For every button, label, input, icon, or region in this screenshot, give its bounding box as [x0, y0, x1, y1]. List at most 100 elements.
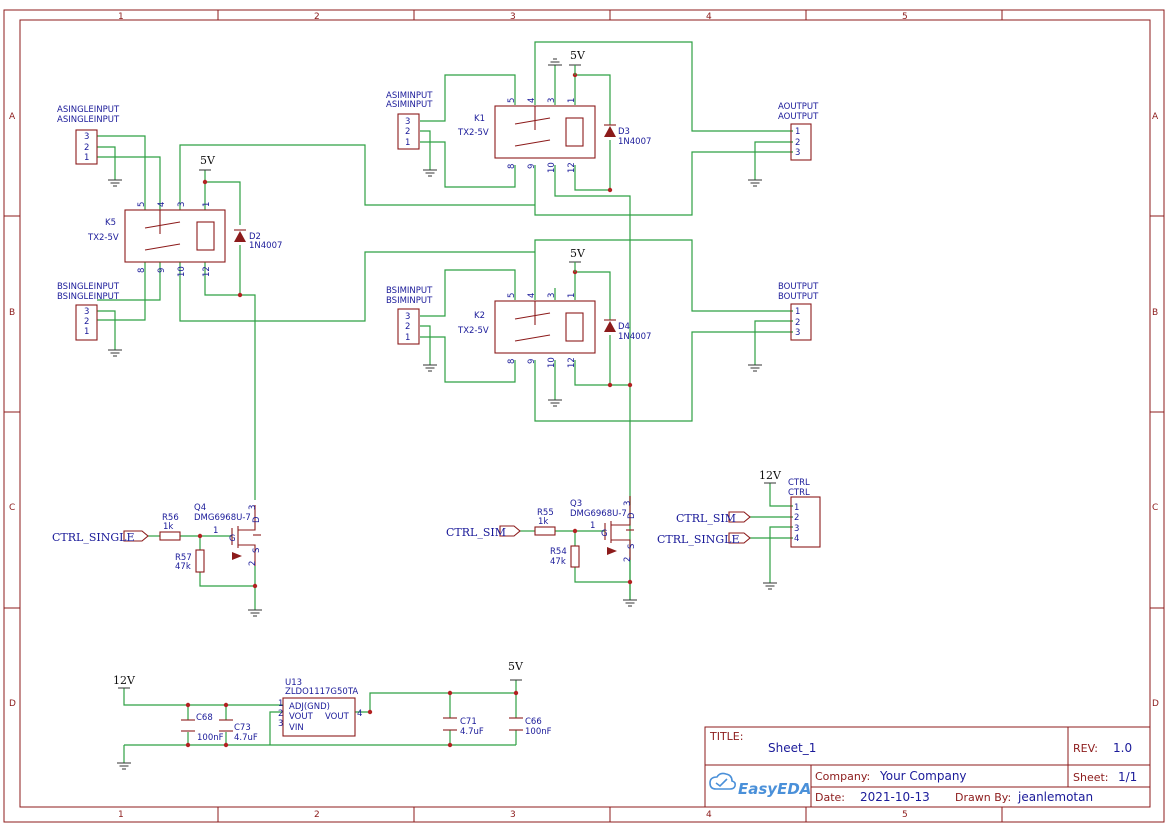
col-label-5-bottom: 5	[902, 810, 908, 820]
border-labels: 1 2 3 4 5 1 2 3 4 5 A B C D A B C D	[9, 12, 1159, 820]
diode-part: 1N4007	[618, 137, 651, 147]
mosfet-part: DMG6968U-7	[570, 509, 627, 519]
pin-number: 8	[137, 268, 147, 273]
drawn-value: jeanlemotan	[1017, 790, 1093, 804]
capacitor-value: 100nF	[197, 733, 224, 743]
drawn-label: Drawn By:	[955, 791, 1011, 804]
pin-number: 1	[794, 503, 799, 513]
relay-part: TX2-5V	[457, 326, 489, 336]
power-5v-k2: 5V	[570, 247, 586, 260]
pin-number: 9	[527, 359, 537, 364]
logo-text: EasyEDA	[738, 780, 811, 798]
power-12v-ctrl: 12V	[759, 469, 782, 482]
date-label: Date:	[815, 791, 845, 804]
col-label-3-bottom: 3	[510, 810, 516, 820]
netport-ctrl-sim-ctrl: CTRL_SIM	[676, 511, 751, 525]
connector-value: BOUTPUT	[778, 292, 819, 302]
diode-ref: D2	[249, 232, 261, 242]
mosfet-part: DMG6968U-7	[194, 513, 251, 523]
pin-number: 3	[177, 202, 187, 207]
relay-k1: K1 TX2-5V 5 4 3 1 8 9 10 12	[457, 98, 596, 173]
col-label-5: 5	[902, 12, 908, 22]
resistor-r54: R54 47k	[550, 545, 580, 568]
pin-number: 3	[547, 98, 557, 103]
power-5v-k5: 5V	[200, 154, 216, 167]
row-label-d: D	[9, 699, 16, 709]
capacitor-ref: C71	[460, 717, 477, 727]
relay-ref: K5	[105, 218, 116, 228]
resistor-r56: R56 1k	[159, 513, 181, 541]
mosfet-q3: Q3 DMG6968U-7 1 2 3 G S D	[570, 496, 637, 562]
pin-number: 1	[795, 307, 800, 317]
connector-name: BSIMINPUT	[386, 286, 433, 296]
connector-name: BSINGLEINPUT	[57, 282, 120, 292]
pin-number: 1	[213, 526, 218, 536]
regulator-u13: U13 ZLDO1117G50TA ADJ(GND) VOUT VIN VOUT…	[278, 678, 362, 737]
connector-name: AOUTPUT	[778, 102, 819, 112]
sheet-title: Sheet_1	[768, 741, 816, 755]
power-5v-k1: 5V	[570, 49, 586, 62]
capacitor-c71: C71 4.7uF	[443, 717, 484, 737]
capacitor-c73: C73 4.7uF	[219, 719, 258, 743]
pin-number: 3	[405, 312, 410, 322]
row-label-c: C	[9, 503, 15, 513]
date-value: 2021-10-13	[860, 790, 930, 804]
row-label-b-right: B	[1152, 308, 1158, 318]
pin-number: 5	[507, 293, 517, 298]
resistor-ref: R57	[175, 553, 192, 563]
connector-name: BOUTPUT	[778, 282, 819, 292]
col-label-2-bottom: 2	[314, 810, 320, 820]
resistor-value: 1k	[163, 522, 173, 532]
capacitor-ref: C66	[525, 717, 542, 727]
pin-number: 3	[278, 719, 283, 729]
pin-number: 1	[405, 138, 410, 148]
relay-k2: K2 TX2-5V 5 4 3 1 8 9 10 12	[457, 293, 596, 368]
pin-number: 3	[248, 505, 258, 510]
relay-ref: K1	[474, 114, 485, 124]
connector-asingleinput: ASINGLEINPUT ASINGLEINPUT 3 2 1	[57, 105, 120, 165]
col-label-2: 2	[314, 12, 320, 22]
connector-name: ASINGLEINPUT	[57, 105, 120, 115]
pin-number: 2	[794, 513, 799, 523]
junctions	[185, 72, 633, 748]
pin-number: 5	[137, 202, 147, 207]
pin-number: 4	[527, 98, 537, 103]
capacitor-ref: C68	[196, 713, 213, 723]
pin-number: 3	[623, 501, 633, 506]
sheet-label: Sheet:	[1073, 771, 1109, 784]
pin-label: VOUT	[289, 712, 314, 722]
connector-value: CTRL	[788, 488, 810, 498]
pin-label: ADJ(GND)	[289, 702, 330, 712]
resistor-ref: R55	[537, 508, 554, 518]
netport-ctrl-sim-q3: CTRL_SIM	[446, 525, 521, 539]
regulator-ref: U13	[285, 678, 302, 688]
relay-ref: K2	[474, 311, 485, 321]
mosfet-ref: Q3	[570, 499, 582, 509]
netport-ctrl-single-ctrl: CTRL_SINGLE	[657, 532, 751, 546]
col-label-4-bottom: 4	[706, 810, 712, 820]
connector-name: CTRL	[788, 478, 810, 488]
pin-number: 1	[795, 127, 800, 137]
connector-value: ASIMINPUT	[386, 100, 433, 110]
pin-number: 1	[567, 293, 577, 298]
capacitor-c66: C66 100nF	[509, 717, 552, 737]
connector-aoutput: AOUTPUT AOUTPUT 1 2 3	[778, 102, 819, 161]
pin-label: S	[627, 544, 637, 549]
netport-ctrl-single-q4: CTRL_SINGLE	[52, 530, 149, 544]
pin-number: 2	[623, 557, 633, 562]
capacitor-ref: C73	[234, 723, 251, 733]
pin-number: 3	[84, 307, 89, 317]
col-label-1-bottom: 1	[118, 810, 124, 820]
pin-number: 2	[84, 143, 89, 153]
connector-value: ASINGLEINPUT	[57, 115, 120, 125]
resistor-ref: R54	[550, 547, 567, 557]
pin-number: 2	[795, 138, 800, 148]
resistor-r55: R55 1k	[534, 508, 556, 536]
title-block: TITLE: Sheet_1 REV: 1.0 Company: Your Co…	[704, 726, 1151, 808]
diode-d2: D2 1N4007	[234, 229, 282, 251]
col-label-4: 4	[706, 12, 712, 22]
regulator-part: ZLDO1117G50TA	[285, 687, 358, 697]
resistor-value: 47k	[175, 562, 191, 572]
capacitor-value: 4.7uF	[460, 727, 484, 737]
net-label: CTRL_SIM	[446, 526, 506, 539]
